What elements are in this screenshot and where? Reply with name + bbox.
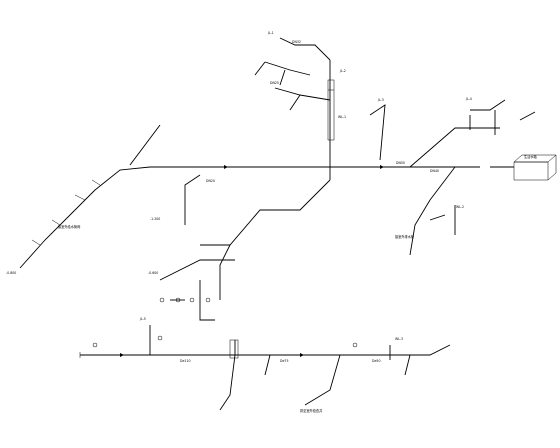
label-pipe-size-5: De75 [280, 359, 288, 363]
main-trunk-bottom [79, 325, 451, 411]
label-note-right: 排至室外检查井 [300, 408, 322, 413]
label-pipe-size-2: DN25 [270, 81, 279, 85]
label-note-left: 接室外给水管网 [58, 224, 80, 229]
label-floor-mark-1: -0.800 [6, 271, 16, 275]
riser-top-center [254, 37, 335, 180]
label-riser-top-1: JL-1 [267, 31, 274, 35]
connector-center [184, 174, 331, 300]
label-branch-a: JL-3 [377, 98, 384, 102]
valve-marks [120, 165, 384, 357]
branch-right-lower [409, 166, 456, 256]
water-tank [490, 154, 557, 181]
cluster-lower-left [159, 259, 235, 321]
label-branch-b: JL-4 [465, 97, 472, 101]
tank-label: 生活水箱 [524, 154, 538, 159]
label-floor-mark-3: -0.600 [148, 271, 158, 275]
label-branch-d: WL-2 [456, 205, 464, 209]
label-riser-top-2: JL-2 [339, 69, 346, 73]
label-elev-main-1: DN50 [396, 161, 405, 165]
branch-upper-left [19, 124, 161, 269]
label-elev-main-2: DN40 [430, 169, 439, 173]
label-note-mid: 接室外排水管 [395, 234, 414, 239]
label-pipe-size-6: De50 [372, 359, 380, 363]
label-riser-mid: WL-1 [338, 115, 346, 119]
label-pipe-size-1: DN32 [292, 40, 301, 44]
label-branch-e: WL-3 [395, 337, 403, 341]
label-pipe-size-4: De110 [180, 359, 191, 363]
label-floor-mark-2: -1.200 [150, 217, 160, 221]
label-branch-c: JL-5 [139, 317, 146, 321]
main-trunk-upper [150, 127, 500, 168]
label-pipe-size-3: DN20 [206, 179, 215, 183]
riser-upper-right [369, 99, 536, 161]
